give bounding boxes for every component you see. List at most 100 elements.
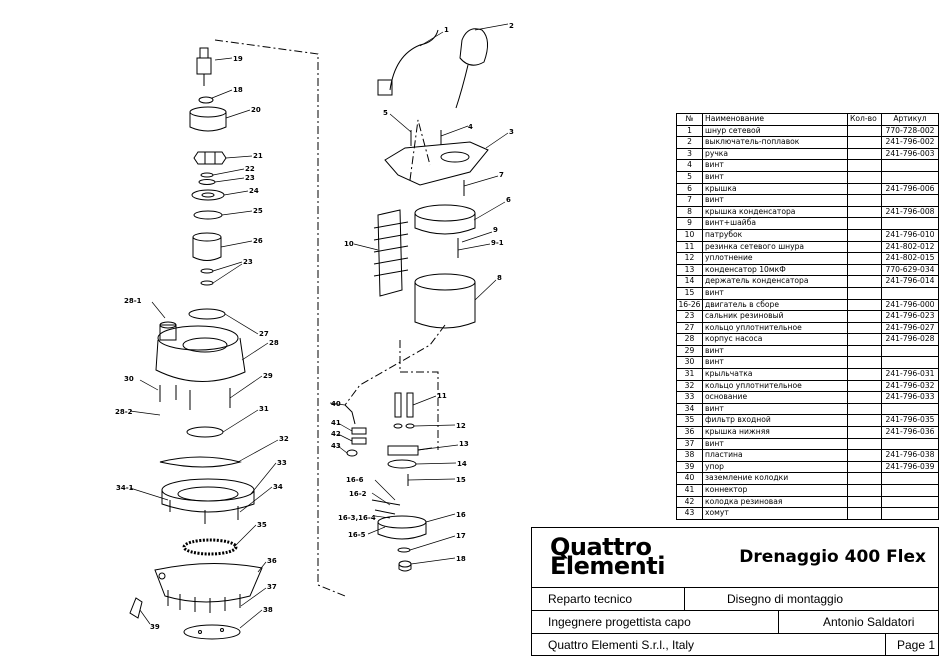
assembly-path-connector xyxy=(399,340,439,450)
cell-article: 241-796-000 xyxy=(881,298,939,312)
cell-article: 241-796-038 xyxy=(881,449,939,462)
part-8-capacitor-cover xyxy=(414,273,476,329)
cell-name: винт xyxy=(702,402,848,416)
callout-17: 17 xyxy=(456,532,466,540)
cell-article: 241-796-027 xyxy=(881,321,939,335)
part-31-impeller xyxy=(186,426,224,438)
cell-name: ручка xyxy=(702,147,848,161)
cell-name: шнур сетевой xyxy=(702,124,848,138)
cell-article: 770-629-034 xyxy=(881,263,939,277)
cell-number: 36 xyxy=(676,426,703,439)
cell-number: 10 xyxy=(676,228,703,242)
part-11-cable-grommets xyxy=(394,392,414,418)
cell-number: 30 xyxy=(676,356,703,370)
cell-quantity xyxy=(847,391,882,404)
title-row-company: Quattro Elementi S.r.l., Italy Page 1 xyxy=(532,634,938,656)
cell-number: 37 xyxy=(676,437,703,451)
cell-article: 241-796-014 xyxy=(881,275,939,288)
cell-article: 241-796-032 xyxy=(881,379,939,393)
part-35-filter xyxy=(182,538,238,556)
cell-name: конденсатор 10мкФ xyxy=(702,263,848,277)
cell-article: 241-802-015 xyxy=(881,252,939,265)
cable-plug xyxy=(377,79,393,96)
cell-article: 241-796-008 xyxy=(881,205,939,219)
cell-number: 42 xyxy=(676,495,703,509)
cell-name: резинка сетевого шнура xyxy=(702,240,848,254)
callout-28: 28 xyxy=(269,339,279,347)
part-33-base xyxy=(161,478,255,513)
cell-quantity xyxy=(847,205,882,219)
cell-article: 241-796-010 xyxy=(881,228,939,242)
callout-12: 12 xyxy=(456,422,466,430)
cell-number: 39 xyxy=(676,460,703,474)
cell-number: 33 xyxy=(676,391,703,404)
part-23-seal xyxy=(198,179,216,185)
callout-21: 21 xyxy=(253,152,263,160)
cell-name: сальник резиновый xyxy=(702,310,848,323)
part-36-bottom-cover xyxy=(154,562,263,613)
table-header-row: № Наименование Кол-во Артикул xyxy=(676,113,939,126)
callout-33: 33 xyxy=(277,459,287,467)
cell-quantity xyxy=(847,484,882,497)
part-18-washer xyxy=(198,96,214,104)
callout-43: 43 xyxy=(331,442,341,450)
cell-number: 14 xyxy=(676,275,703,288)
cell-number: 4 xyxy=(676,159,703,172)
title-row-logo: Quattro Elementi Drenaggio 400 Flex xyxy=(532,528,938,588)
cell-number: 5 xyxy=(676,170,703,184)
cell-name: крышка xyxy=(702,182,848,196)
cell-number: 38 xyxy=(676,449,703,462)
callout-2: 2 xyxy=(509,22,514,30)
callout-16-6: 16-6 xyxy=(346,476,364,484)
cell-name: крышка нижняя xyxy=(702,426,848,439)
part-39-stop xyxy=(129,597,143,619)
callout-22: 22 xyxy=(245,165,255,173)
cell-number: 29 xyxy=(676,344,703,358)
callout-20: 20 xyxy=(251,106,261,114)
cell-quantity xyxy=(847,240,882,254)
part-1-power-cable xyxy=(389,29,439,91)
cell-name: крышка конденсатора xyxy=(702,205,848,219)
callout-37: 37 xyxy=(267,583,277,591)
cell-article xyxy=(881,402,939,416)
callout-28-1: 28-1 xyxy=(124,297,142,305)
cell-name: пластина xyxy=(702,449,848,462)
callout-8: 8 xyxy=(497,274,502,282)
callout-28-2: 28-2 xyxy=(115,408,133,416)
engineer-role: Ingegnere progettista capo xyxy=(548,615,691,629)
cell-name: винт xyxy=(702,170,848,184)
callout-36: 36 xyxy=(267,557,277,565)
callout-4: 4 xyxy=(468,123,473,131)
cell-quantity xyxy=(847,159,882,172)
cell-quantity xyxy=(847,426,882,439)
part-24-bearing xyxy=(191,189,225,201)
cell-quantity xyxy=(847,495,882,509)
callout-27: 27 xyxy=(259,330,269,338)
part-27-oring xyxy=(188,308,226,320)
cell-article: 241-796-031 xyxy=(881,368,939,381)
cell-name: винт xyxy=(702,159,848,172)
callout-16: 16 xyxy=(456,511,466,519)
cell-quantity xyxy=(847,507,882,520)
cell-quantity xyxy=(847,228,882,242)
callout-18: 18 xyxy=(456,555,466,563)
part-32-ring xyxy=(159,456,242,468)
cell-number: 13 xyxy=(676,263,703,277)
cell-article xyxy=(881,159,939,172)
header-article: Артикул xyxy=(881,113,939,126)
callout-23b: 23 xyxy=(243,258,253,266)
cell-quantity xyxy=(847,333,882,346)
callout-16-5: 16-5 xyxy=(348,531,366,539)
